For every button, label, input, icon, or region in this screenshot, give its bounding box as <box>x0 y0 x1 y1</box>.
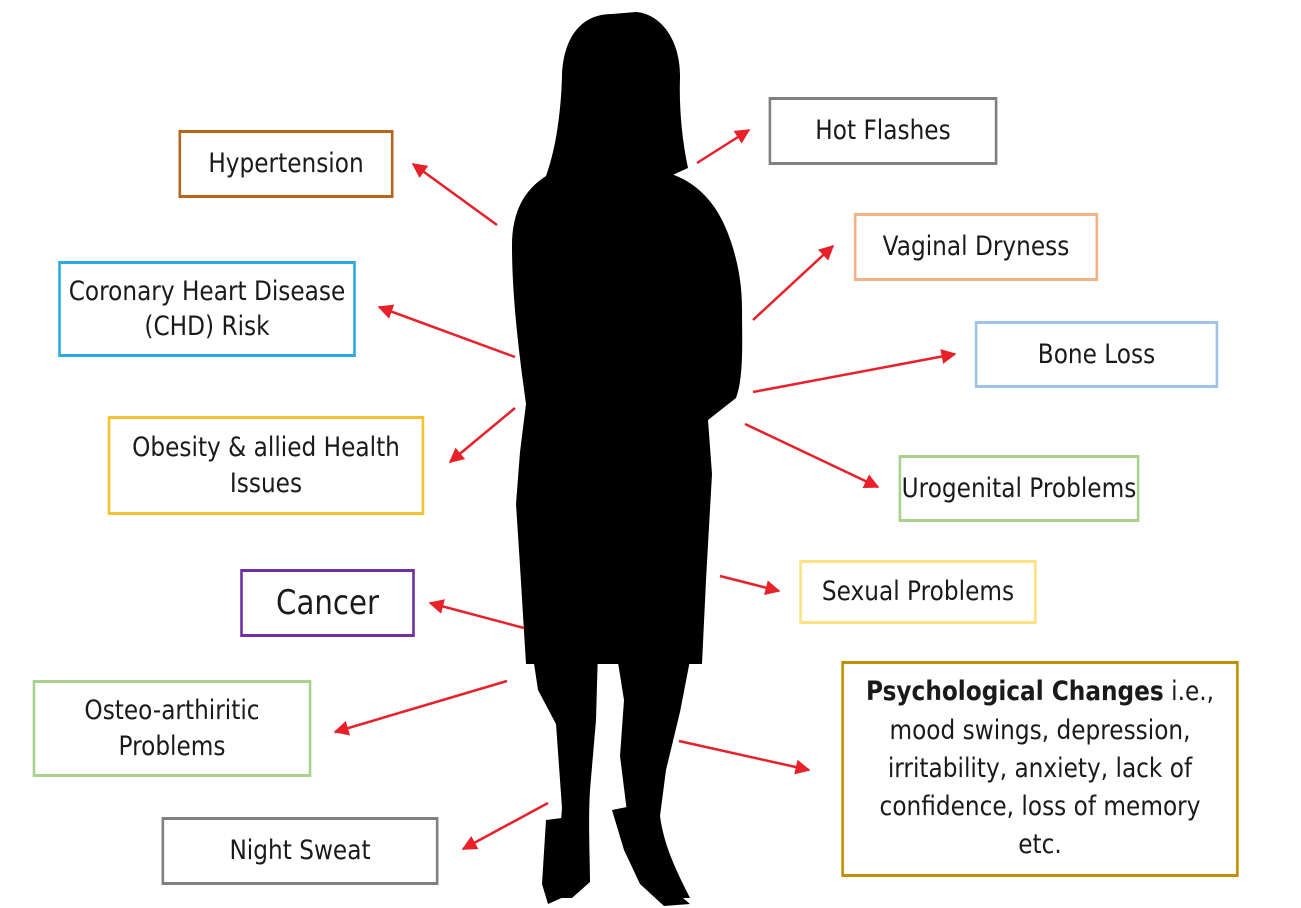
vaginal-dryness-box: Vaginal Dryness <box>854 213 1098 281</box>
arrow-urogenital <box>745 424 878 487</box>
vaginal-dryness-label: Vaginal Dryness <box>883 229 1070 264</box>
arrow-cancer <box>430 603 524 628</box>
woman-silhouette <box>512 12 742 906</box>
arrow-obesity <box>450 408 515 462</box>
psychological-changes-heading: Psychological Changes <box>866 676 1164 707</box>
chd-label-line2: (CHD) Risk <box>69 309 346 344</box>
cancer-label: Cancer <box>276 581 379 625</box>
obesity-label-line2: Issues <box>132 466 400 501</box>
sexual-problems-label: Sexual Problems <box>822 574 1014 609</box>
arrow-sexual <box>720 576 779 591</box>
bone-loss-box: Bone Loss <box>975 321 1218 388</box>
chd-risk-box: Coronary Heart Disease (CHD) Risk <box>58 261 356 357</box>
urogenital-box: Urogenital Problems <box>899 455 1140 522</box>
hypertension-label: Hypertension <box>208 146 363 181</box>
night-sweat-box: Night Sweat <box>162 817 439 885</box>
psychological-changes-box: Psychological Changes i.e., mood swings,… <box>841 661 1238 877</box>
bone-loss-label: Bone Loss <box>1038 337 1155 372</box>
arrow-bone-loss <box>753 354 955 392</box>
osteo-label-line2: Problems <box>84 729 259 764</box>
hypertension-box: Hypertension <box>179 130 394 198</box>
cancer-box: Cancer <box>240 569 415 637</box>
obesity-box: Obesity & allied Health Issues <box>108 416 424 515</box>
arrow-hot-flashes <box>697 130 749 163</box>
sexual-problems-box: Sexual Problems <box>799 560 1036 624</box>
hot-flashes-box: Hot Flashes <box>769 97 998 165</box>
obesity-label-line1: Obesity & allied Health <box>132 430 400 465</box>
arrow-vaginal-dryness <box>753 246 833 320</box>
arrow-osteo <box>335 681 507 732</box>
night-sweat-label: Night Sweat <box>229 833 370 868</box>
osteo-label-line1: Osteo-arthiritic <box>84 693 259 728</box>
urogenital-label: Urogenital Problems <box>902 471 1137 506</box>
hot-flashes-label: Hot Flashes <box>815 113 950 148</box>
arrow-chd <box>379 307 515 357</box>
psychological-changes-text: Psychological Changes i.e., mood swings,… <box>856 673 1224 865</box>
arrow-hypertension <box>413 164 497 225</box>
osteo-box: Osteo-arthiritic Problems <box>33 680 312 777</box>
chd-label-line1: Coronary Heart Disease <box>69 274 346 309</box>
arrow-night-sweat <box>463 803 548 849</box>
arrow-psych <box>679 741 809 770</box>
